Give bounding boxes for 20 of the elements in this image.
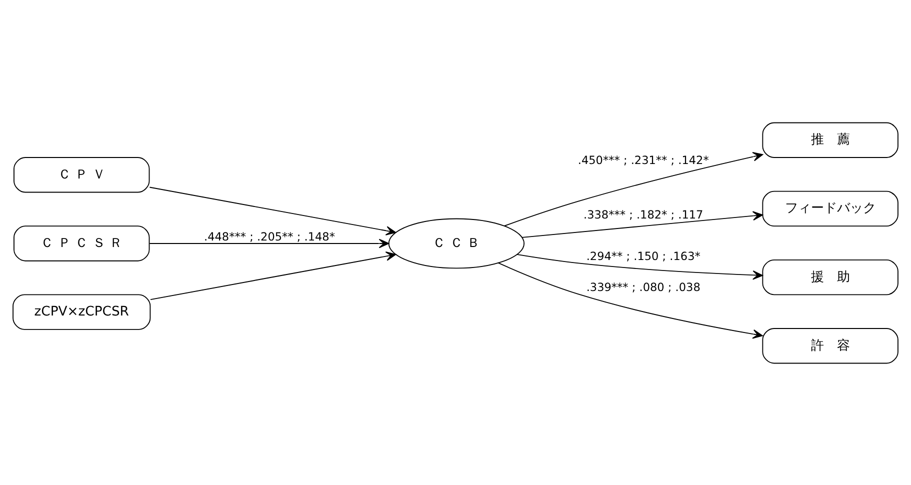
node-box: Ｃ Ｐ Ｃ Ｓ Ｒ: [14, 225, 150, 261]
edge-label: .450*** ; .231** ; .142*: [578, 154, 709, 167]
arrow: [504, 152, 764, 226]
node-box: 推 薦: [762, 122, 898, 158]
node-box: Ｃ Ｐ Ｖ: [14, 156, 150, 192]
arrow: [149, 238, 390, 248]
arrow: [516, 253, 763, 280]
node-box: フィードバック: [762, 190, 898, 226]
arrow: [498, 262, 763, 338]
node-box: 援 助: [762, 258, 898, 295]
node-box: zCPV×zCPCSR: [12, 294, 151, 330]
edge-label: .339*** ; .080 ; .038: [586, 280, 700, 294]
node-ellipse: Ｃ Ｃ Ｂ: [388, 218, 525, 268]
arrow: [149, 186, 396, 235]
edge-label: .294** ; .150 ; .163*: [586, 250, 700, 263]
arrow: [150, 251, 396, 300]
node-box: 許 容: [762, 328, 898, 364]
edge-label: .338*** ; .182* ; .117: [584, 208, 704, 222]
edge-label: .448*** ; .205** ; .148*: [204, 230, 335, 243]
arrow: [522, 210, 763, 238]
